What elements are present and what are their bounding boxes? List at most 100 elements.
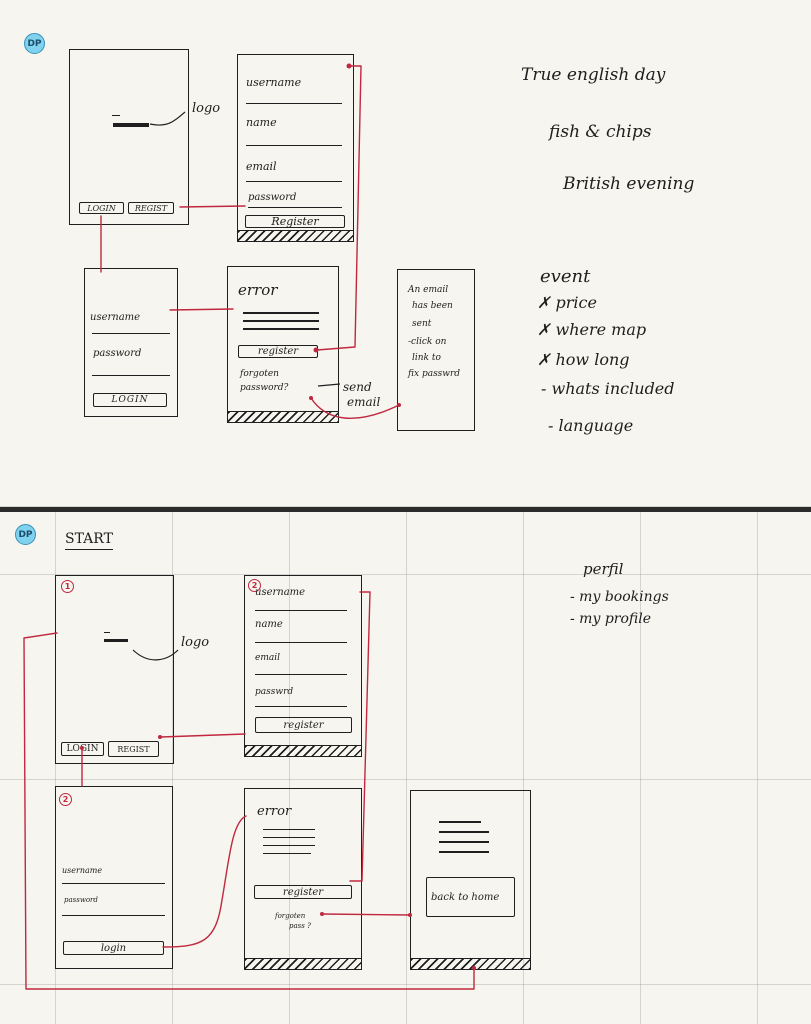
- forgot-password-link-1[interactable]: forgoten: [240, 369, 279, 379]
- reg2-email-field[interactable]: [255, 674, 347, 675]
- connector-register: [179, 205, 246, 208]
- step-number: 2: [248, 579, 261, 592]
- reg-username-label: username: [246, 76, 302, 89]
- bottom-register-screen: 2 username name email passwrd register: [244, 575, 362, 757]
- reg2-name-label: name: [255, 619, 283, 630]
- reg-name-label: name: [246, 116, 277, 129]
- logo-pointer: [132, 649, 179, 661]
- send-email-pointer: [317, 383, 341, 387]
- error-text-line: [243, 328, 319, 330]
- error2-text-line: [263, 853, 311, 854]
- profile-title: perfil: [583, 560, 624, 578]
- profile-item: - my profile: [570, 611, 651, 627]
- email-sent-line: has been: [412, 301, 453, 311]
- bottom-register-button[interactable]: REGIST: [108, 741, 159, 757]
- bottom-logo-label: logo: [181, 635, 210, 650]
- login2-submit-button[interactable]: login: [63, 941, 164, 955]
- reg2-register-button[interactable]: register: [255, 717, 352, 733]
- reg2-name-field[interactable]: [255, 642, 347, 643]
- login2-password-label: password: [64, 896, 98, 904]
- error2-register-button[interactable]: register: [254, 885, 352, 899]
- login2-username-label: username: [62, 866, 103, 875]
- message-line: [439, 851, 489, 853]
- connector-b-register-loop: [349, 591, 371, 882]
- email-sent-line: sent: [412, 319, 432, 329]
- top-login-form-screen: username password LOGIN: [84, 268, 178, 417]
- reg-name-field[interactable]: [246, 145, 342, 146]
- reg2-footer: [245, 745, 361, 756]
- connector-b-home-loop: [23, 632, 475, 990]
- reg2-username-field[interactable]: [255, 610, 347, 611]
- send-email-label-1: send: [343, 380, 372, 394]
- dp-badge: DP: [24, 33, 45, 54]
- top-register-screen: username name email password Register: [237, 54, 354, 242]
- idea-item: True english day: [521, 65, 666, 85]
- logo-mark: [113, 123, 149, 127]
- connector-b-register: [160, 733, 246, 738]
- connector-dot: [320, 912, 324, 916]
- event-title: event: [540, 266, 591, 287]
- error2-text-line: [263, 845, 315, 846]
- bottom-back-home-screen: back to home: [410, 790, 531, 970]
- error-text-line: [243, 320, 319, 322]
- connector-dot: [313, 347, 319, 353]
- event-item: ✗ how long: [537, 350, 630, 369]
- login-submit-button[interactable]: LOGIN: [93, 393, 167, 407]
- reg-email-label: email: [246, 160, 277, 173]
- idea-item: fish & chips: [549, 122, 652, 142]
- bottom-page: DP START 1 LOGIN REGIST logo 2 username …: [0, 512, 811, 1024]
- login2-password-field[interactable]: [62, 915, 165, 916]
- reg2-password-field[interactable]: [255, 706, 347, 707]
- step-number: 2: [59, 793, 72, 806]
- idea-item: British evening: [563, 174, 695, 194]
- message-line: [439, 821, 481, 823]
- email-sent-line: -click on: [408, 337, 447, 347]
- top-register-button[interactable]: REGIST: [128, 202, 174, 214]
- event-item: ✗ where map: [537, 320, 647, 339]
- top-login-screen: LOGIN REGIST: [69, 49, 189, 225]
- send-email-label-2: email: [347, 395, 381, 409]
- connector-error: [169, 308, 234, 311]
- login2-username-field[interactable]: [62, 883, 165, 884]
- event-item: - whats included: [541, 379, 675, 398]
- connector-forgot-email: [310, 397, 400, 419]
- connector-register-loop: [316, 65, 362, 351]
- connector-dot: [309, 396, 313, 400]
- reg-username-field[interactable]: [246, 103, 342, 104]
- back-footer: [411, 958, 530, 969]
- login-username-label: username: [90, 312, 141, 323]
- error2-text-line: [263, 837, 315, 838]
- connector-dot: [346, 63, 352, 69]
- logo-pointer: [149, 111, 186, 126]
- login-password-field[interactable]: [92, 375, 170, 376]
- step-number: 1: [61, 580, 74, 593]
- logo-mark-small: [112, 115, 120, 116]
- login-username-field[interactable]: [92, 333, 170, 334]
- back-to-home-button[interactable]: back to home: [426, 877, 515, 917]
- logo-mark-small: [104, 632, 110, 633]
- top-logo-label: logo: [192, 101, 221, 116]
- top-login-button[interactable]: LOGIN: [79, 202, 124, 214]
- bottom-login-screen: 2 username password login: [55, 786, 173, 969]
- connector-dot: [408, 913, 412, 917]
- top-error-screen: error register forgoten password?: [227, 266, 339, 423]
- reg-register-button[interactable]: Register: [245, 215, 345, 228]
- connector-b-back: [321, 913, 411, 916]
- message-line: [439, 831, 489, 833]
- forgot-password-link-2[interactable]: password?: [240, 383, 289, 393]
- top-email-sent-screen: An email has been sent -click on link to…: [397, 269, 475, 431]
- event-item: - language: [548, 416, 634, 435]
- error-text-line: [243, 312, 319, 314]
- connector-dots: [80, 63, 476, 970]
- error-title: error: [238, 281, 278, 299]
- forgot2-link-1[interactable]: forgoten: [275, 912, 306, 920]
- reg-password-field[interactable]: [248, 207, 342, 208]
- reg-email-field[interactable]: [246, 181, 342, 182]
- error2-text-line: [263, 829, 315, 830]
- email-sent-line: An email: [408, 285, 449, 295]
- reg-password-label: password: [248, 192, 297, 203]
- forgot2-link-2[interactable]: pass ?: [289, 922, 311, 930]
- connector-b-error: [162, 815, 247, 948]
